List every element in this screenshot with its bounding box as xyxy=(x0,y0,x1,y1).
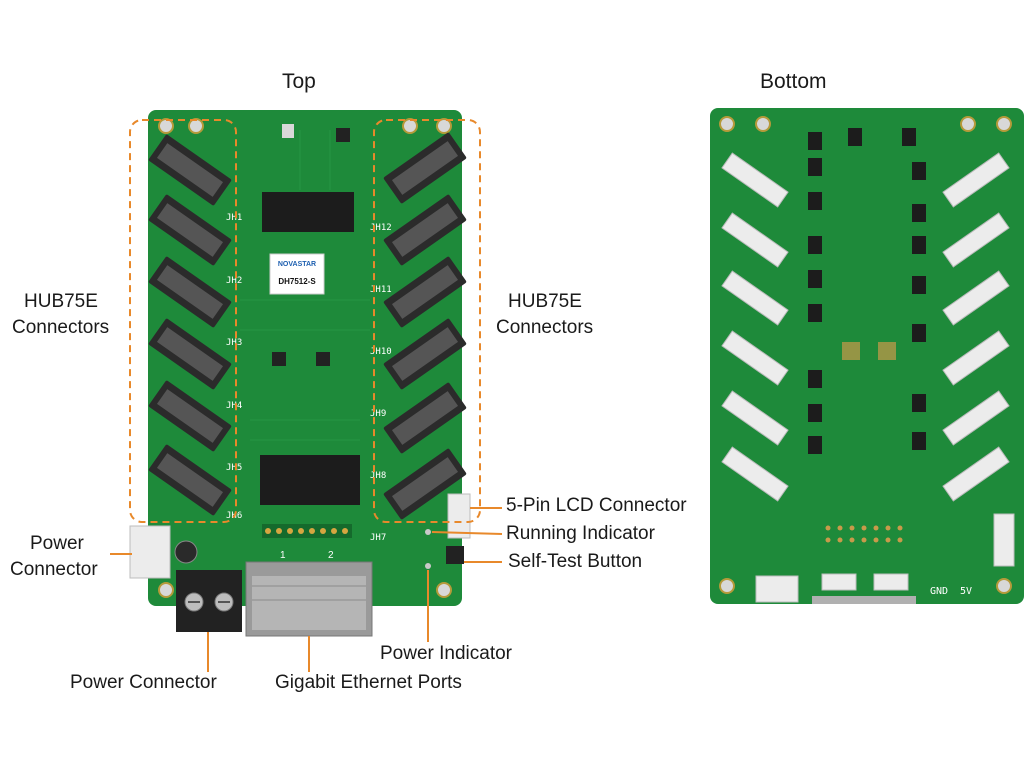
hub-left-label-line1: HUB75E xyxy=(24,291,98,312)
left-hub75e-connectors xyxy=(148,134,232,516)
bottom-board: GND 5V xyxy=(710,108,1024,604)
pcb-traces xyxy=(240,130,370,441)
gnd-silk: GND xyxy=(930,586,948,597)
bottom-small-connector xyxy=(873,573,909,591)
bottom-center-pads xyxy=(842,342,896,360)
port-2-label: 2 xyxy=(328,550,334,561)
ethernet-ports xyxy=(245,561,373,637)
left-power-connector xyxy=(129,525,171,579)
right-connectors-callout xyxy=(373,119,481,523)
connector-label: JH9 xyxy=(370,409,386,419)
bottom-left-connector-outlines xyxy=(721,152,789,502)
small-chip xyxy=(336,128,350,142)
connector-label: JH10 xyxy=(370,347,392,357)
bottom-power-connector xyxy=(993,513,1015,567)
lcd-connector xyxy=(447,493,471,539)
connector-label: JH5 xyxy=(226,463,242,473)
main-chip xyxy=(262,192,354,232)
top-title: Top xyxy=(282,70,316,93)
running-led xyxy=(425,529,431,535)
power-connector-left-line1: Power xyxy=(30,533,84,554)
bottom-pin-grid xyxy=(825,525,903,543)
right-hub75e-connectors xyxy=(383,132,467,520)
hub-left-label-line2: Connectors xyxy=(12,317,110,338)
connector-label: JH1 xyxy=(226,213,242,223)
connector-label: JH7 xyxy=(370,533,386,543)
5v-silk: 5V xyxy=(960,586,972,597)
top-pcb xyxy=(148,110,462,606)
connector-label: JH3 xyxy=(226,338,242,348)
power-connector-left-line2: Connector xyxy=(10,559,98,580)
bottom-edge-metal xyxy=(812,596,916,604)
bottom-small-connector xyxy=(821,573,857,591)
hub-right-label-line2: Connectors xyxy=(496,317,594,338)
crystal xyxy=(282,124,294,138)
running-indicator-label: Running Indicator xyxy=(506,523,655,544)
port-1-label: 1 xyxy=(280,550,286,561)
connector-label: JH4 xyxy=(226,401,242,411)
power-led xyxy=(425,563,431,569)
gold-header-pins xyxy=(262,524,352,538)
power-terminal-block xyxy=(176,570,242,632)
mounting-holes-bottom xyxy=(719,116,1012,594)
small-chip xyxy=(316,352,330,366)
model-sticker: NOVASTAR DH7512-S xyxy=(269,253,325,295)
bottom-title: Bottom xyxy=(760,70,827,93)
power-indicator-label: Power Indicator xyxy=(380,643,513,664)
bottom-right-connector-outlines xyxy=(942,152,1010,502)
lcd-connector-label: 5-Pin LCD Connector xyxy=(506,495,687,516)
left-connectors-callout xyxy=(129,119,237,523)
power-connector-bottom-label: Power Connector xyxy=(70,672,217,693)
right-connector-labels: JH12 JH11 JH10 JH9 JH8 JH7 xyxy=(370,223,392,543)
self-test-button xyxy=(446,546,464,564)
connector-label: JH8 xyxy=(370,471,386,481)
capacitor xyxy=(174,540,198,564)
leader-lines xyxy=(110,507,503,672)
bottom-header xyxy=(755,575,799,603)
connector-label: JH2 xyxy=(226,276,242,286)
hub-right-label-line1: HUB75E xyxy=(508,291,582,312)
ethernet-ports-label: Gigabit Ethernet Ports xyxy=(275,672,462,693)
bottom-pcb xyxy=(710,108,1024,604)
bus-chip xyxy=(260,455,360,505)
small-chip xyxy=(272,352,286,366)
connector-label: JH11 xyxy=(370,285,392,295)
model-text: DH7512-S xyxy=(278,277,316,286)
bottom-ics xyxy=(808,128,926,454)
self-test-button-label: Self-Test Button xyxy=(508,551,643,572)
connector-label: JH12 xyxy=(370,223,392,233)
top-board: JH1 JH2 JH3 JH4 JH5 JH6 JH12 JH11 JH10 J… xyxy=(110,110,503,672)
brand-text: NOVASTAR xyxy=(278,261,316,268)
